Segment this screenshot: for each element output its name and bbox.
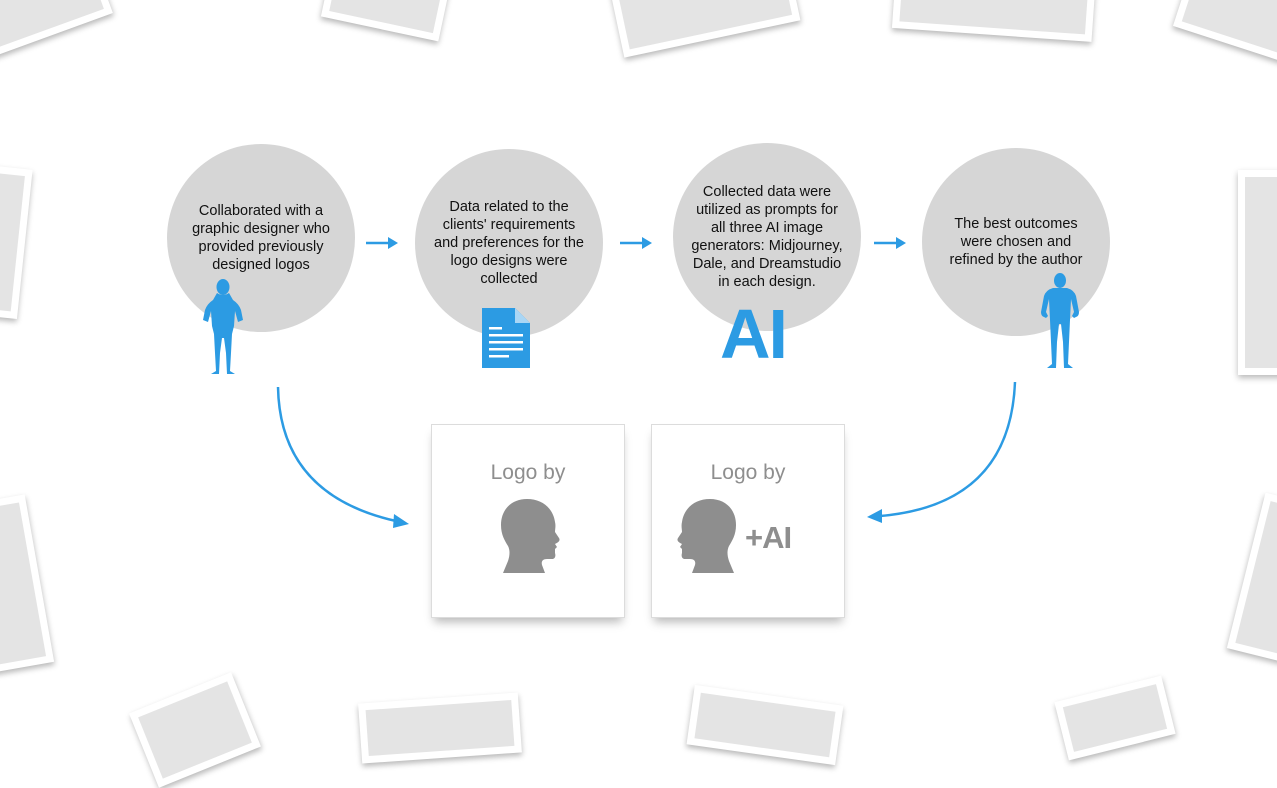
document-icon xyxy=(482,308,530,368)
bg-frame xyxy=(891,0,1099,42)
step-4-text: The best outcomes were chosen and refine… xyxy=(949,216,1083,268)
bg-frame xyxy=(358,692,522,764)
bg-frame xyxy=(0,0,113,61)
bg-frame xyxy=(0,494,55,676)
step-4-circle: The best outcomes were chosen and refine… xyxy=(922,148,1110,336)
bg-frame xyxy=(129,672,261,788)
step-1-circle: Collaborated with a graphic designer who… xyxy=(167,144,355,332)
bg-frame xyxy=(0,160,33,320)
step-1-text: Collaborated with a graphic designer who… xyxy=(192,203,330,273)
bg-frame xyxy=(320,0,460,42)
step-2-text: Data related to the clients' requirement… xyxy=(434,199,584,287)
human-head-icon xyxy=(501,499,560,573)
bg-frame xyxy=(1054,675,1176,761)
bg-frame xyxy=(1226,492,1277,668)
step-3-text: Collected data were utilized as prompts … xyxy=(691,184,843,290)
bg-frame xyxy=(1172,0,1277,70)
ai-text-icon: AI xyxy=(720,295,788,373)
step-3-circle: Collected data were utilized as prompts … xyxy=(673,143,861,331)
plus-ai-label: +AI xyxy=(745,520,792,555)
arrow-1-to-2 xyxy=(366,237,398,249)
arrow-3-to-4 xyxy=(874,237,906,249)
woman-silhouette-icon xyxy=(203,279,243,374)
logo-card-title: Logo by xyxy=(710,461,786,484)
bg-frame xyxy=(603,0,801,58)
curved-arrow-right xyxy=(867,381,1017,523)
arrow-2-to-3 xyxy=(620,237,652,249)
curved-arrow-left xyxy=(276,386,409,528)
man-silhouette-icon xyxy=(1041,273,1079,368)
logo-card-designer: Logo by xyxy=(431,424,625,618)
step-2-circle: Data related to the clients' requirement… xyxy=(415,149,603,337)
logo-card-designer-ai: Logo by +AI xyxy=(651,424,845,618)
bg-frame xyxy=(686,684,844,766)
bg-frame xyxy=(1238,170,1277,375)
logo-card-title: Logo by xyxy=(490,461,566,484)
human-head-icon xyxy=(677,499,736,573)
